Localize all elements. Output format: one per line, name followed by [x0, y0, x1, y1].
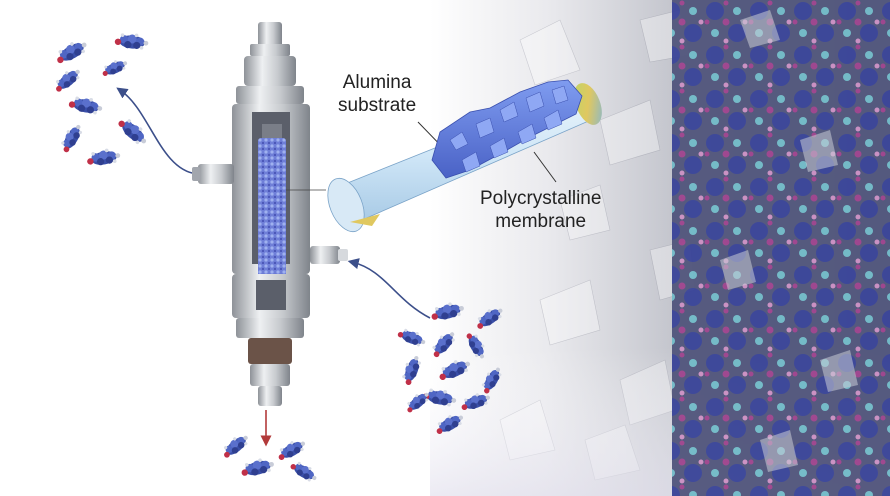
alumina-substrate-label: Alumina substrate — [338, 71, 416, 117]
framework-lattice — [672, 0, 890, 496]
membrane-label-line-1: Polycrystalline — [480, 188, 602, 209]
membrane-label-line-2: membrane — [495, 211, 587, 232]
feed-flow-arrow — [347, 258, 431, 319]
alumina-label-line-1: Alumina — [342, 72, 412, 93]
membrane-pointer — [533, 151, 557, 183]
polycrystalline-coating — [431, 79, 583, 179]
polycrystalline-membrane-label: Polycrystalline membrane — [480, 187, 601, 233]
retentate-molecules — [219, 430, 320, 484]
alumina-tube — [327, 79, 602, 233]
permeate-molecules — [51, 31, 152, 168]
alumina-label-line-2: substrate — [338, 95, 417, 116]
membrane-module — [192, 22, 348, 406]
permeate-flow-arrow — [116, 87, 198, 175]
